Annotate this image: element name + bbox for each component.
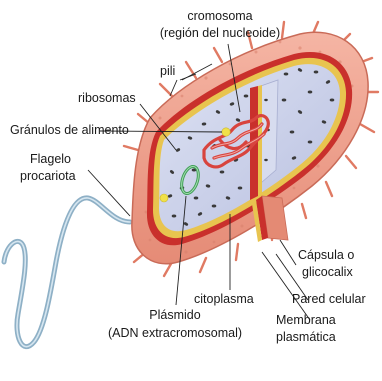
label-procariota: procariota bbox=[20, 169, 76, 184]
label-nucleoide: (región del nucleoide) bbox=[120, 26, 320, 41]
label-plasmatica: plasmática bbox=[276, 330, 336, 345]
label-citoplasma: citoplasma bbox=[194, 292, 254, 307]
label-pared-celular: Pared celular bbox=[292, 292, 366, 307]
label-adn-extracromosomal: (ADN extracromosomal) bbox=[90, 326, 260, 341]
label-ribosomas: ribosomas bbox=[78, 91, 136, 106]
label-glicocalix: glicocalix bbox=[302, 265, 353, 280]
label-capsula: Cápsula o bbox=[298, 248, 354, 263]
label-plasmido: Plásmido bbox=[100, 308, 250, 323]
label-cromosoma: cromosoma bbox=[140, 9, 300, 24]
label-granulos: Gránulos de alimento bbox=[10, 123, 129, 138]
label-pili: pili bbox=[160, 64, 175, 79]
label-membrana: Membrana bbox=[276, 313, 336, 328]
label-flagelo: Flagelo bbox=[30, 152, 71, 167]
